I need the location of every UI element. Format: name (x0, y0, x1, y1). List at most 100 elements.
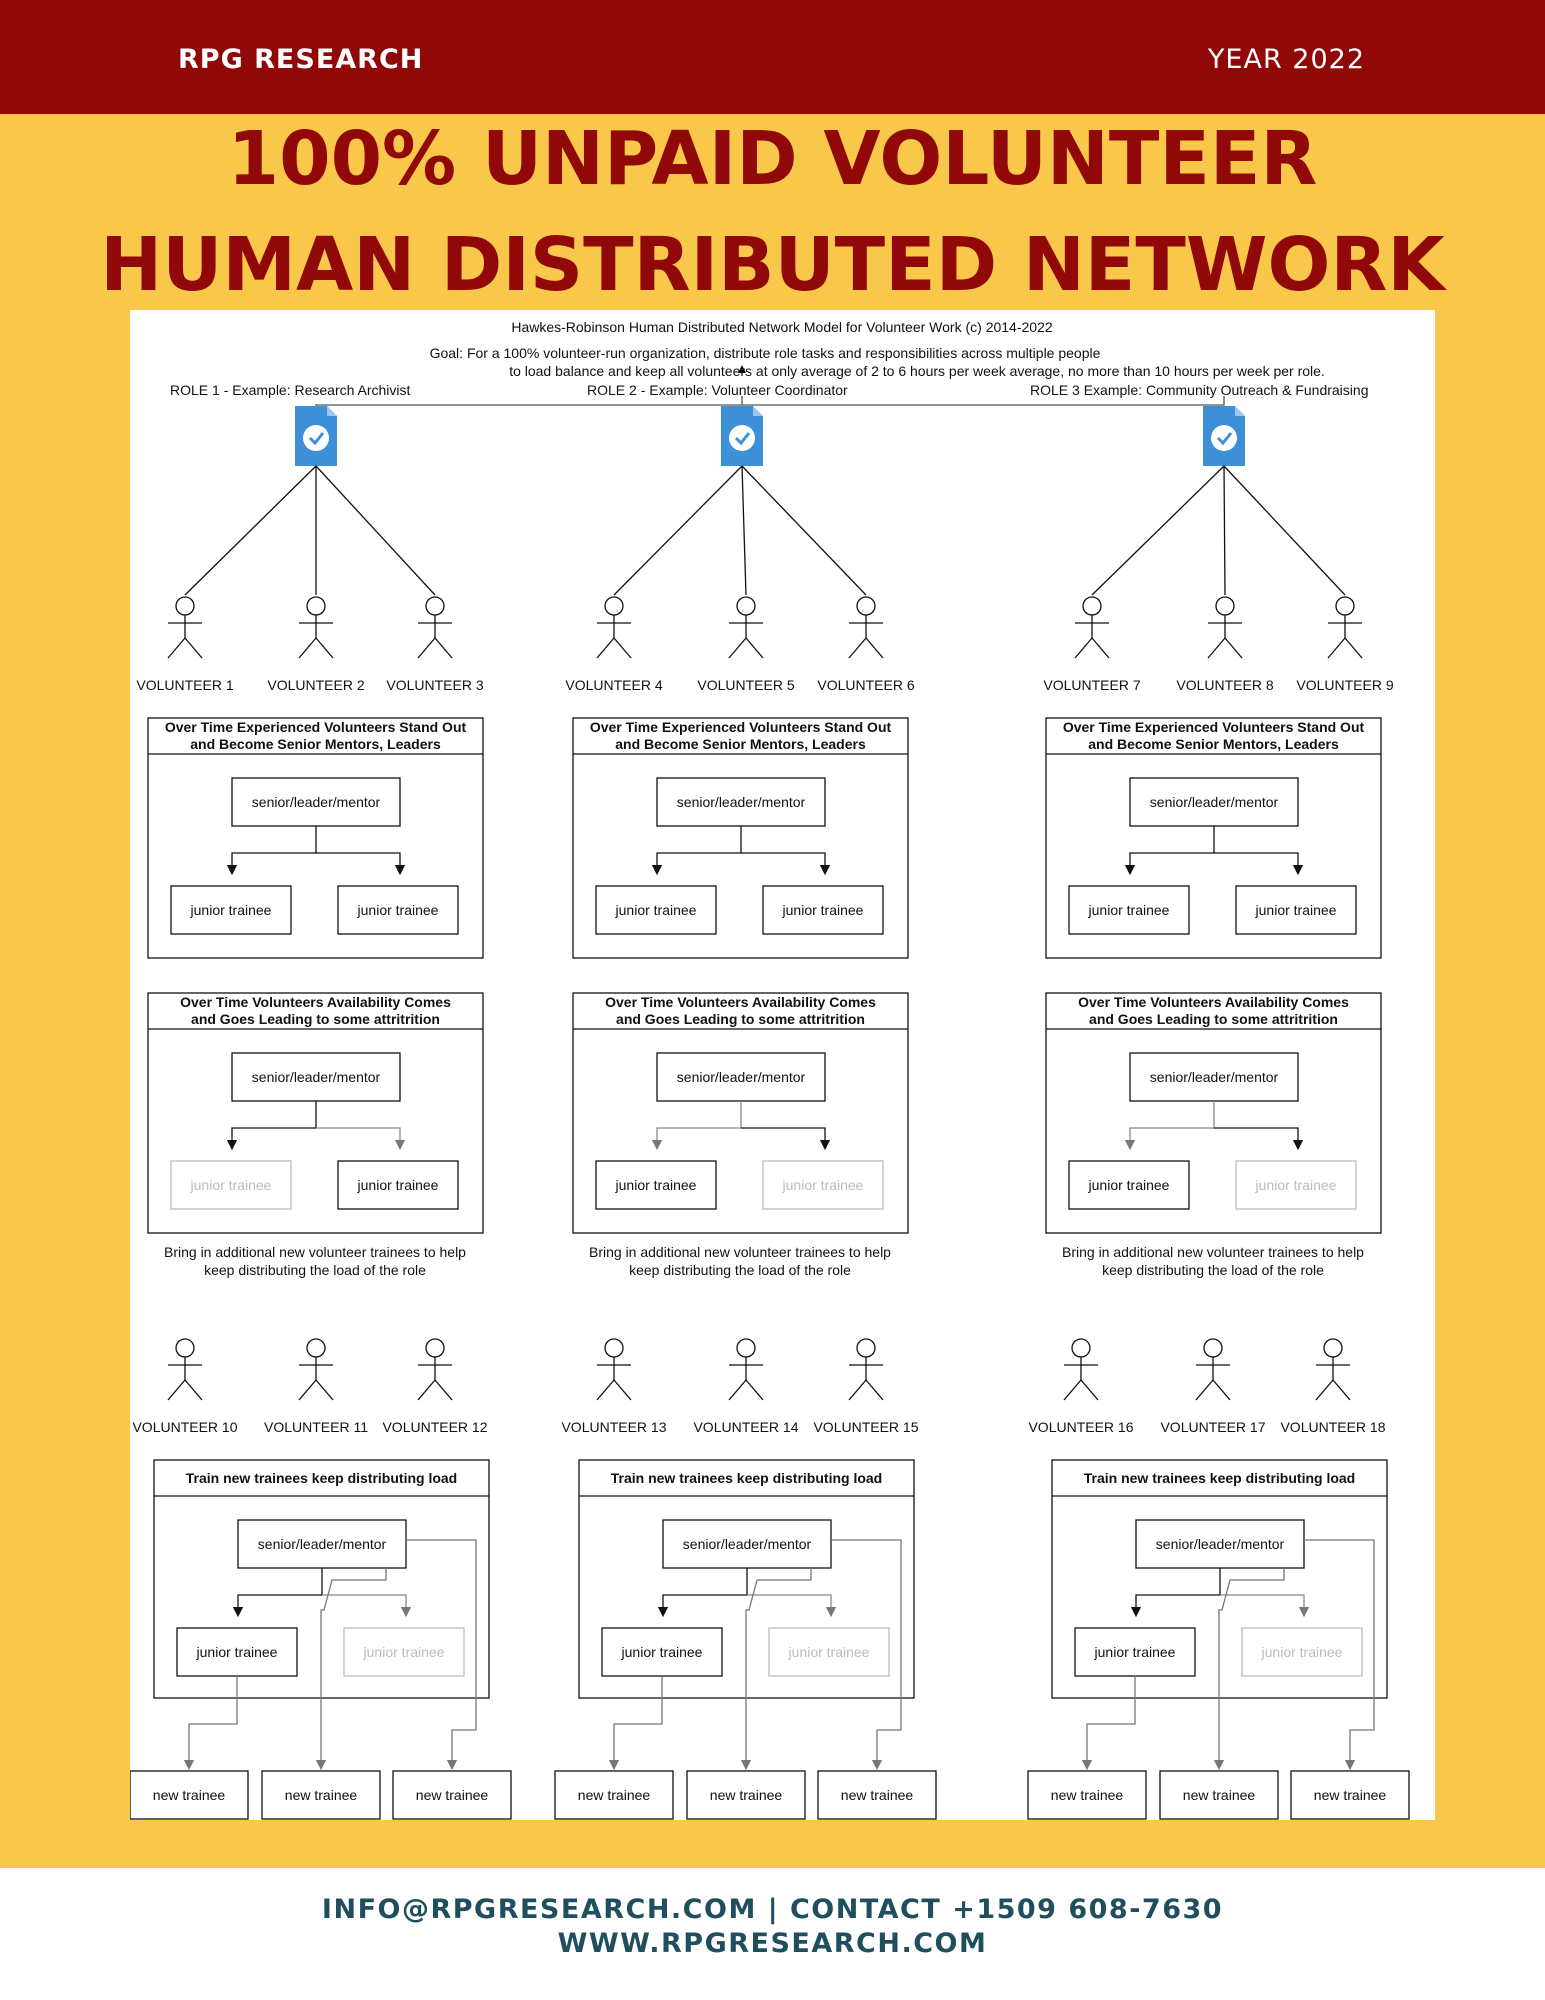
senior-box (656, 1052, 826, 1102)
box-title: Train new trainees keep distributing loa… (611, 1470, 883, 1486)
box-title: Over Time Experienced Volunteers Stand O… (165, 719, 467, 735)
junior-box (1235, 885, 1357, 935)
box-title: Over Time Experienced Volunteers Stand O… (1063, 719, 1365, 735)
junior-box (762, 1160, 884, 1210)
volunteer-figure (728, 596, 764, 659)
senior-label: senior/leader/mentor (1156, 1536, 1285, 1552)
network-diagram: Hawkes-Robinson Human Distributed Networ… (130, 310, 1435, 1820)
new-volunteer-figure (596, 1338, 632, 1401)
box-title: Over Time Experienced Volunteers Stand O… (590, 719, 892, 735)
tree-connector (1130, 1568, 1221, 1618)
junior-label: junior trainee (615, 902, 697, 918)
volunteer-label: VOLUNTEER 11 (264, 1419, 368, 1435)
trainee-connector (1213, 1568, 1285, 1771)
document-check-icon (295, 406, 337, 466)
bring-text: keep distributing the load of the role (1102, 1262, 1324, 1278)
tree-connector (232, 1568, 323, 1618)
junior-label: junior trainee (1088, 1177, 1170, 1193)
junior-label: junior trainee (363, 1644, 445, 1660)
tree-connector (657, 1568, 748, 1618)
volunteer-link (1091, 465, 1225, 596)
volunteer-label: VOLUNTEER 12 (382, 1419, 487, 1435)
new-trainee-label: new trainee (416, 1787, 489, 1803)
new-trainee-label: new trainee (710, 1787, 783, 1803)
volunteer-label: VOLUNTEER 9 (1296, 677, 1393, 693)
junior-box (1068, 885, 1190, 935)
bring-text: keep distributing the load of the role (629, 1262, 851, 1278)
new-trainee-box (1027, 1770, 1147, 1820)
box-title: and Become Senior Mentors, Leaders (615, 736, 866, 752)
tree-connector (741, 1127, 831, 1151)
junior-box (768, 1627, 890, 1677)
junior-label: junior trainee (357, 902, 439, 918)
junior-label: junior trainee (357, 1177, 439, 1193)
goal-line-1: Goal: For a 100% volunteer-run organizat… (430, 345, 1101, 361)
junior-box (762, 885, 884, 935)
new-volunteer-figure (1195, 1338, 1231, 1401)
new-volunteer-figure (848, 1338, 884, 1401)
box-title: Over Time Volunteers Availability Comes (605, 994, 876, 1010)
senior-box (656, 777, 826, 827)
box-title: and Goes Leading to some attritrition (616, 1011, 865, 1027)
trainee-connector (740, 1568, 812, 1771)
tree-connector (1214, 1127, 1304, 1151)
senior-label: senior/leader/mentor (1150, 794, 1279, 810)
volunteer-link (741, 465, 747, 596)
website-line: WWW.RPGRESEARCH.COM (557, 1928, 988, 1959)
junior-box (176, 1627, 298, 1677)
junior-label: junior trainee (1261, 1644, 1343, 1660)
trainee-connector (831, 1539, 902, 1771)
box-title: and Goes Leading to some attritrition (191, 1011, 440, 1027)
new-volunteer-figure (298, 1338, 334, 1401)
new-trainee-label: new trainee (1051, 1787, 1124, 1803)
volunteer-link (1223, 465, 1346, 596)
tree-connector (226, 1101, 317, 1151)
box-title: Over Time Volunteers Availability Comes (180, 994, 451, 1010)
tree-connector (226, 826, 317, 876)
role-connector (315, 396, 743, 406)
trainee-connector (406, 1539, 477, 1771)
new-trainee-label: new trainee (578, 1787, 651, 1803)
volunteer-link (613, 465, 743, 596)
junior-box (601, 1627, 723, 1677)
new-trainee-label: new trainee (841, 1787, 914, 1803)
volunteer-label: VOLUNTEER 2 (267, 677, 364, 693)
volunteer-figure (298, 596, 334, 659)
junior-box (595, 1160, 717, 1210)
org-name: RPG RESEARCH (178, 44, 424, 75)
junior-box (337, 885, 459, 935)
volunteer-label: VOLUNTEER 8 (1176, 677, 1273, 693)
tree-connector (1124, 1101, 1215, 1151)
role-label: ROLE 3 Example: Community Outreach & Fun… (1030, 382, 1368, 398)
junior-label: junior trainee (1255, 902, 1337, 918)
volunteer-label: VOLUNTEER 13 (561, 1419, 666, 1435)
box-title: Train new trainees keep distributing loa… (1084, 1470, 1356, 1486)
year-label: YEAR 2022 (1207, 44, 1365, 75)
volunteer-label: VOLUNTEER 6 (817, 677, 914, 693)
volunteer-label: VOLUNTEER 1 (136, 677, 233, 693)
new-trainee-label: new trainee (153, 1787, 226, 1803)
role-connector (742, 396, 1225, 406)
box-title: and Goes Leading to some attritrition (1089, 1011, 1338, 1027)
junior-label: junior trainee (615, 1177, 697, 1193)
volunteer-label: VOLUNTEER 3 (386, 677, 483, 693)
new-trainee-box (392, 1770, 512, 1820)
junior-box (170, 885, 292, 935)
volunteer-link (741, 465, 867, 596)
new-trainee-box (130, 1770, 249, 1820)
bring-text: Bring in additional new volunteer traine… (1062, 1244, 1364, 1260)
tree-connector (651, 826, 742, 876)
volunteer-figure (417, 596, 453, 659)
senior-label: senior/leader/mentor (677, 1069, 806, 1085)
tree-connector (316, 1127, 406, 1151)
tree-connector (1124, 826, 1215, 876)
new-trainee-label: new trainee (1183, 1787, 1256, 1803)
trainee-connector (183, 1676, 238, 1771)
senior-label: senior/leader/mentor (1150, 1069, 1279, 1085)
trainee-connector (315, 1568, 387, 1771)
volunteer-figure (848, 596, 884, 659)
new-volunteer-figure (1315, 1338, 1351, 1401)
junior-box (1241, 1627, 1363, 1677)
connector-arrow (738, 365, 746, 373)
volunteer-link (1223, 465, 1226, 596)
